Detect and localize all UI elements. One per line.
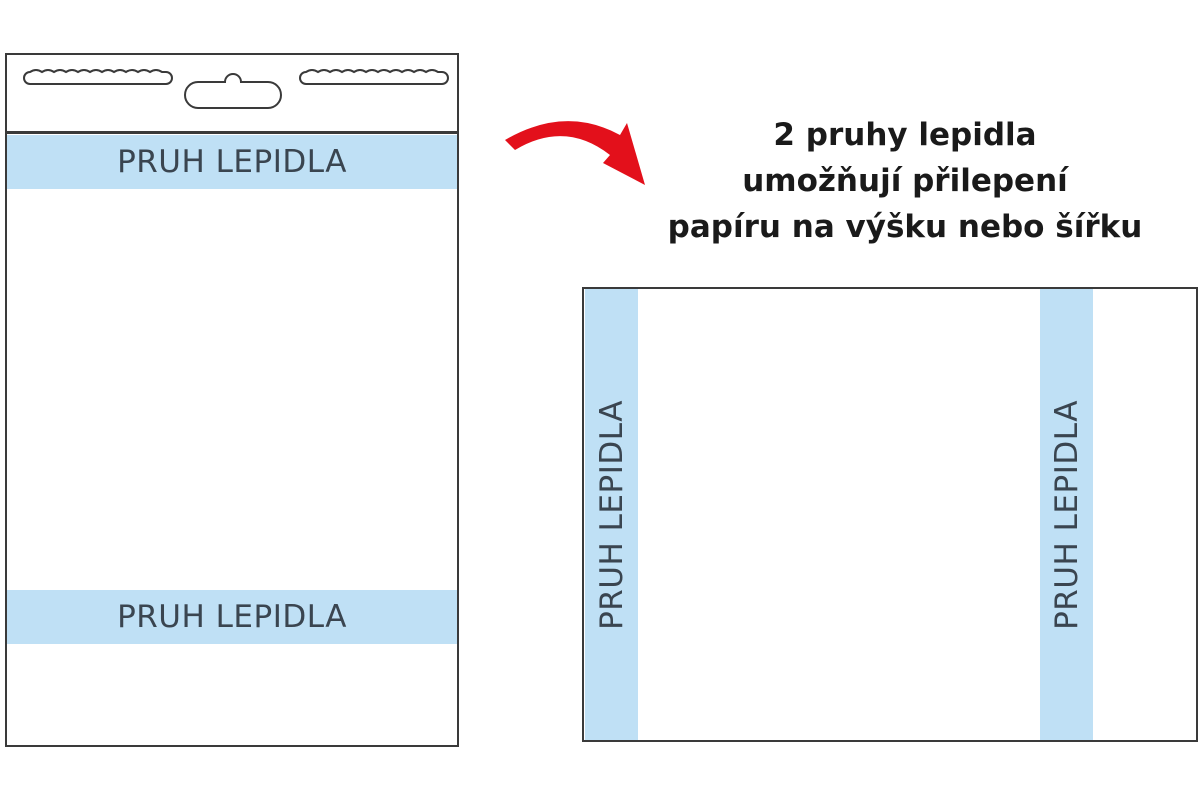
- adhesive-stripe-left: PRUH LEPIDLA: [585, 289, 638, 740]
- heading-line-1: 2 pruhy lepidla: [773, 117, 1037, 153]
- stripe-label: PRUH LEPIDLA: [1048, 399, 1085, 630]
- adhesive-stripe-top: PRUH LEPIDLA: [7, 135, 457, 189]
- adhesive-stripe-bottom: PRUH LEPIDLA: [7, 590, 457, 644]
- red-curved-arrow-icon: [505, 121, 645, 185]
- landscape-sheet: [582, 287, 1198, 742]
- heading-line-3: papíru na výšku nebo šířku: [667, 209, 1143, 245]
- stripe-label: PRUH LEPIDLA: [117, 144, 347, 180]
- heading-line-2: umožňují přilepení: [742, 163, 1068, 199]
- stripe-label: PRUH LEPIDLA: [593, 399, 630, 630]
- hanger-fold-line: [5, 131, 459, 134]
- heading: 2 pruhy lepidla umožňují přilepení papír…: [640, 112, 1170, 250]
- hang-holes-icon: [23, 69, 449, 109]
- portrait-sheet: [5, 53, 459, 747]
- adhesive-stripe-right: PRUH LEPIDLA: [1040, 289, 1093, 740]
- stripe-label: PRUH LEPIDLA: [117, 599, 347, 635]
